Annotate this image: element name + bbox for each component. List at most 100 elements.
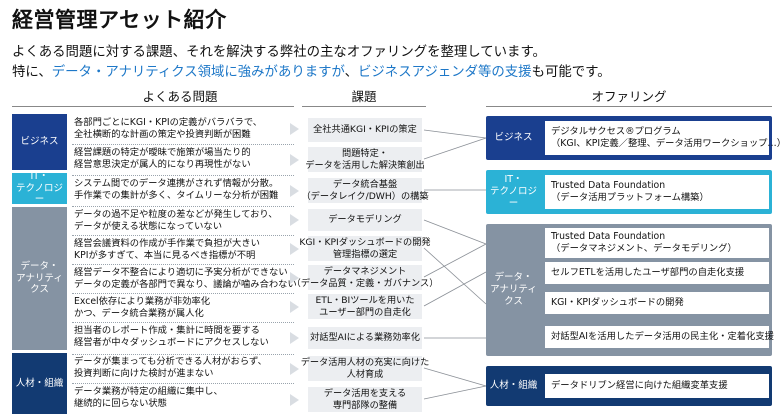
problem-separator (72, 322, 294, 323)
issue-1: 全社共通KGI・KPIの策定 (308, 118, 422, 142)
issue-7: ETL・BIツールを用いたユーザー部門の自走化 (308, 294, 422, 319)
issue-4-line1: データモデリング (328, 214, 402, 226)
issue-3: データ統合基盤（データレイク/DWH）の構築 (301, 178, 429, 203)
problem-7: Excel依存により業務が非効率化かつ、データ統合業務が属人化 (74, 296, 210, 320)
problem-separator (72, 235, 294, 236)
chevron-right-icon (290, 394, 299, 406)
connector-line (423, 385, 487, 400)
intro-line-1: よくある問題に対する課題、それを解決する弊社の主なオファリングを整理しています。 (12, 45, 546, 60)
offering-4-line1: セルフETLを活用したユーザ部門の自走化支援 (551, 267, 745, 279)
problem-separator (72, 175, 294, 176)
header-issues: 課題 (351, 89, 377, 104)
offering-1-line1: デジタルサクセス®プログラム (551, 126, 681, 138)
issue-2-line1: 問題特定・ (342, 147, 388, 159)
offering-kgi-kpi-dashboard: KGI・KPIダッシュボードの開発 (545, 292, 769, 314)
intro-prefix: 特に、 (12, 65, 52, 80)
connector-line (423, 129, 487, 139)
category-data-analytics: データ・ アナリティクス (12, 207, 67, 350)
chevron-right-icon (290, 123, 299, 135)
problem-9-line1: データが集まっても分析できる人材がおらず、 (74, 356, 267, 367)
problem-3-line2: 手作業での集計が多く、タイムリーな分析が困難 (74, 190, 279, 202)
problem-6: 経営データ不整合により適切に予実分析ができないデータの定義が各部門で異なり、議論… (74, 267, 297, 291)
offering-5-line1: KGI・KPIダッシュボードの開発 (551, 297, 684, 309)
problem-6-line1: 経営データ不整合により適切に予実分析ができない (74, 267, 288, 278)
problem-4-line1: データの過不足や粒度の差などが発生しており、 (74, 209, 278, 220)
problem-6-line2: データの定義が各部門で異なり、議論が噛み合わない (74, 279, 297, 291)
problem-separator (72, 264, 294, 265)
chevron-right-icon (290, 332, 299, 344)
issue-3-line1: データ統合基盤 (332, 178, 398, 190)
page-title: 経営管理アセット紹介 (12, 8, 227, 32)
issue-8-line1: 対話型AIによる業務効率化 (310, 332, 420, 344)
issue-7-line2: ユーザー部門の自走化 (319, 306, 411, 318)
issue-2-line2: データを活用した解決策創出 (305, 159, 425, 171)
chevron-right-icon (290, 214, 299, 226)
offering-trusted-data-foundation-management: Trusted Data Foundation（データマネジメント、データモデリ… (545, 228, 769, 258)
issue-7-line1: ETL・BIツールを用いた (315, 294, 415, 306)
issue-1-line1: 全社共通KGI・KPIの策定 (313, 124, 417, 136)
header-issues-rule (302, 106, 426, 107)
category-business: ビジネス (12, 114, 67, 170)
issue-3-line2: （データレイク/DWH）の構築 (301, 190, 429, 202)
problem-1-line2: 全社横断的な計画の策定や投資判断が困難 (74, 129, 251, 141)
intro-highlight-data-analytics: データ・アナリティクス領域に強みがありますが (51, 65, 345, 80)
chevron-right-icon (290, 243, 299, 255)
problem-9-line2: 投資判断に向けた検討が進まない (74, 368, 214, 380)
problem-1: 各部門ごとにKGI・KPIの定義がバラバラで、全社横断的な計画の策定や投資判断が… (74, 117, 262, 141)
connector-line (423, 137, 487, 160)
problem-10-line1: データ業務が特定の組織に集中し、 (74, 386, 223, 397)
chevron-right-icon (290, 363, 299, 375)
problem-5-line1: 経営会議資料の作成が手作業で負担が大きい (74, 238, 260, 249)
offering-6-line1: 対話型AIを活用したデータ活用の民主化・定着化支援 (551, 331, 774, 343)
problem-4: データの過不足や粒度の差などが発生しており、データが使える状態になっていない (74, 209, 278, 233)
connector-line (423, 367, 487, 387)
offering-it-label: IT・ テクノロジー (490, 174, 537, 209)
problem-8-line1: 担当者のレポート作成・集計に時間を要する (74, 325, 260, 336)
problem-10: データ業務が特定の組織に集中し、継続的に回らない状態 (74, 386, 223, 410)
problem-8: 担当者のレポート作成・集計に時間を要する経営者が中々ダッシュボードにアクセスしな… (74, 325, 269, 349)
offering-self-etl-support: セルフETLを活用したユーザ部門の自走化支援 (545, 262, 769, 284)
problem-3: システム間でのデータ連携がされず情報が分散。手作業での集計が多く、タイムリーな分… (74, 178, 278, 202)
header-offerings: オファリング (591, 89, 667, 104)
offering-7-line1: データドリブン経営に向けた組織変革支援 (551, 380, 728, 392)
problem-9: データが集まっても分析できる人材がおらず、投資判断に向けた検討が進まない (74, 356, 267, 380)
connector-line (423, 247, 487, 305)
category-business-label: ビジネス (20, 136, 59, 148)
offering-hr-label: 人材・組織 (489, 380, 538, 392)
issue-5-line2: 管理指標の選定 (332, 248, 398, 260)
issue-2: 問題特定・データを活用した解決策創出 (305, 147, 425, 172)
issue-10-line2: 専門部隊の整備 (332, 399, 398, 411)
issue-9-line1: データ活用人材の充実に向けた (300, 356, 430, 368)
problem-7-line2: かつ、データ統合業務が属人化 (74, 308, 204, 320)
offering-data-driven-transformation: データドリブン経営に向けた組織変革支援 (545, 374, 769, 398)
problem-2-line1: 経営課題の特定が曖昧で施策が場当たり的 (74, 147, 251, 158)
intro-highlight-business-agenda: ビジネスアジェンダ等の支援 (358, 65, 532, 80)
problem-separator (72, 354, 294, 355)
category-data-label: データ・ アナリティクス (16, 260, 63, 296)
category-it-label: IT・ テクノロジー (16, 170, 63, 206)
problem-5-line2: KPIが多すぎて、本当に見るべき指標が不明 (74, 250, 256, 262)
intro-mid: 、 (344, 65, 359, 80)
issue-6: データマネジメント（データ品質・定義・ガバナンス） (292, 265, 438, 290)
header-problems: よくある問題 (142, 89, 218, 104)
issue-5-line1: KGI・KPIダッシュボードの開発 (299, 236, 431, 248)
issue-5: KGI・KPIダッシュボードの開発管理指標の選定 (299, 236, 431, 261)
issue-8: 対話型AIによる業務効率化 (308, 327, 422, 349)
problem-separator (72, 383, 294, 384)
category-hr-label: 人材・組織 (15, 377, 64, 389)
issue-4: データモデリング (308, 209, 422, 231)
header-offerings-rule (486, 106, 772, 107)
problem-4-line2: データが使える状態になっていない (74, 221, 223, 233)
offering-digital-success-program: デジタルサクセス®プログラム（KGI、KPI定義／整理、データ活用ワークショップ… (545, 121, 780, 155)
connector-line (423, 271, 487, 307)
problem-separator (72, 206, 294, 207)
connector-line (423, 243, 487, 278)
offering-1-line2: （KGI、KPI定義／整理、データ活用ワークショップ…） (551, 138, 780, 149)
problem-2-line2: 経営意思決定が属人的になり再現性がない (74, 159, 251, 171)
offering-3-line1: Trusted Data Foundation (551, 231, 666, 243)
problem-separator (72, 144, 294, 145)
issue-6-line2: （データ品質・定義・ガバナンス） (291, 277, 439, 289)
problem-8-line2: 経営者が中々ダッシュボードにアクセスしない (74, 337, 269, 349)
offering-data-label: データ・ アナリティクス (490, 272, 537, 307)
